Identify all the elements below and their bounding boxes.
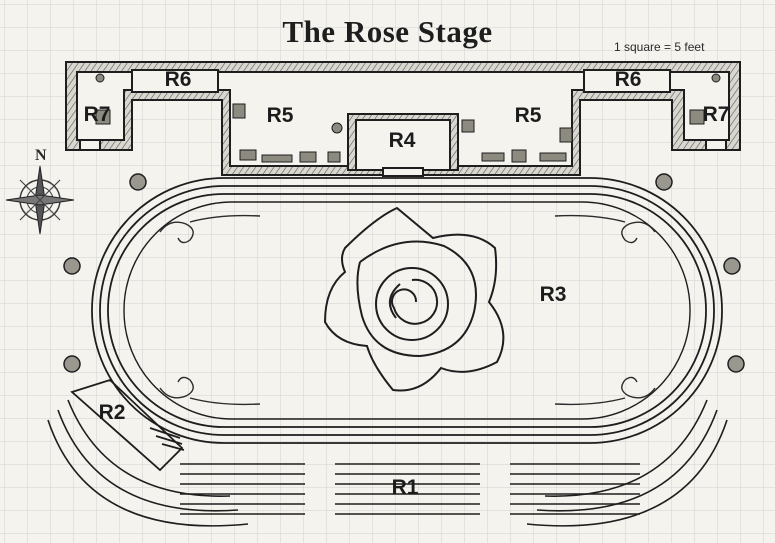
- rose-emblem: [323, 206, 505, 392]
- room-label-r6-right: R6: [614, 68, 642, 91]
- room-label-r7-right: R7: [702, 103, 730, 126]
- r2-booth: [70, 378, 185, 472]
- room-label-r6-left: R6: [164, 68, 192, 91]
- audience-stands: [47, 399, 728, 527]
- bench-rows: [180, 463, 640, 515]
- room-label-r5-left: R5: [266, 104, 294, 127]
- backstage-props: [95, 73, 721, 163]
- stage-rings: [91, 177, 723, 444]
- scale-note: 1 square = 5 feet: [614, 40, 705, 54]
- room-label-r5-right: R5: [514, 104, 542, 127]
- compass-rose-icon: [5, 165, 75, 235]
- room-label-r1: R1: [391, 476, 419, 499]
- room-label-r2: R2: [98, 401, 126, 424]
- stage-scrollwork: [159, 214, 656, 406]
- map-title: The Rose Stage: [282, 14, 493, 49]
- room-label-r3: R3: [539, 283, 567, 306]
- room-label-r7-left: R7: [83, 103, 111, 126]
- compass-north-label: N: [35, 147, 47, 164]
- lantern-posts: [63, 173, 745, 373]
- room-label-r4: R4: [388, 129, 416, 152]
